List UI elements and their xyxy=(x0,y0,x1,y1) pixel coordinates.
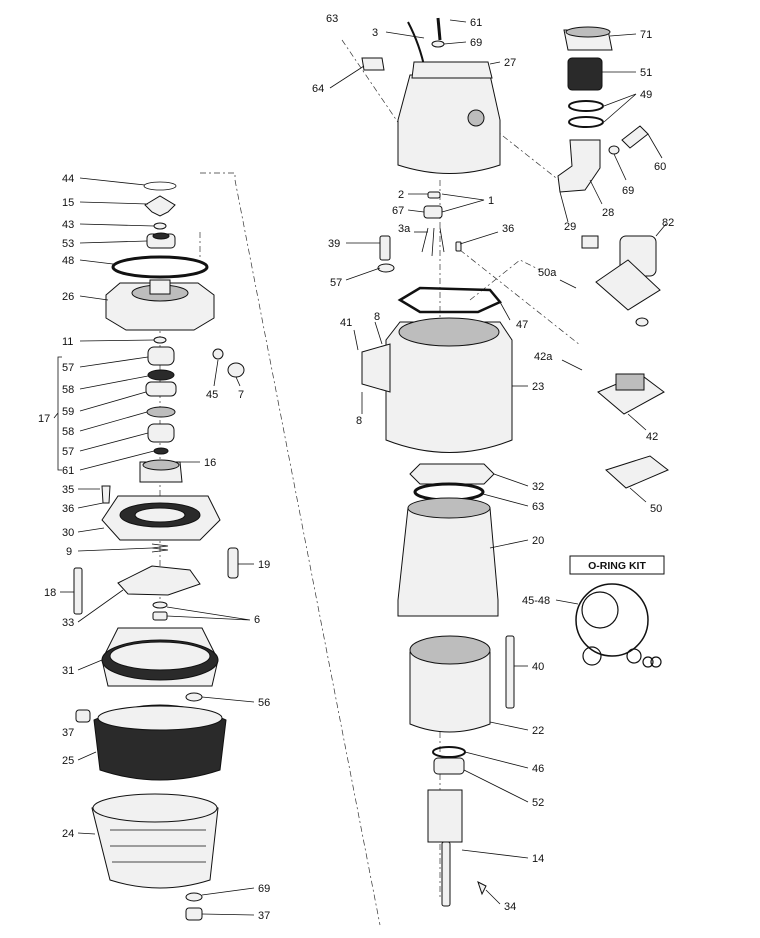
label-6: 6 xyxy=(254,614,260,626)
label-57c: 57 xyxy=(330,277,342,289)
label-44: 44 xyxy=(62,173,74,185)
label-22: 22 xyxy=(532,725,544,737)
label-3: 3 xyxy=(372,27,378,39)
part-50 xyxy=(605,455,669,489)
label-42: 42 xyxy=(646,431,658,443)
label-57a: 57 xyxy=(62,362,74,374)
label-30: 30 xyxy=(62,527,74,539)
part-snap-ring xyxy=(143,181,177,191)
label-16: 16 xyxy=(204,457,216,469)
label-61a: 61 xyxy=(62,465,74,477)
leader-lines xyxy=(53,19,667,916)
label-27: 27 xyxy=(504,57,516,69)
label-26: 26 xyxy=(62,291,74,303)
label-8a: 8 xyxy=(374,311,380,323)
label-36b: 36 xyxy=(502,223,514,235)
label-50a: 50a xyxy=(538,267,557,279)
right-assembly-parts xyxy=(557,26,669,489)
label-43: 43 xyxy=(62,219,74,231)
label-82: 82 xyxy=(662,217,674,229)
center-assembly-parts xyxy=(361,17,515,907)
label-37b: 37 xyxy=(258,910,270,922)
label-69a: 69 xyxy=(470,37,482,49)
label-51: 51 xyxy=(640,67,652,79)
label-69c: 69 xyxy=(258,883,270,895)
label-14: 14 xyxy=(532,853,544,865)
label-7: 7 xyxy=(238,389,244,401)
part-14-rotor xyxy=(427,789,463,843)
label-37a: 37 xyxy=(62,727,74,739)
label-28: 28 xyxy=(602,207,614,219)
part-19-pin xyxy=(227,547,239,579)
label-8b: 8 xyxy=(356,415,362,427)
label-48: 48 xyxy=(62,255,74,267)
label-57b: 57 xyxy=(62,446,74,458)
label-67: 67 xyxy=(392,205,404,217)
label-18: 18 xyxy=(44,587,56,599)
label-61b: 61 xyxy=(470,17,482,29)
label-34: 34 xyxy=(504,901,516,913)
part-32-gasket xyxy=(409,463,495,485)
label-19: 19 xyxy=(258,559,270,571)
part-43-washer xyxy=(153,222,167,230)
part-28-elbow xyxy=(557,139,601,193)
part-27-housing xyxy=(397,74,501,174)
oring-kit-title: O-RING KIT xyxy=(588,560,646,572)
label-20: 20 xyxy=(532,535,544,547)
oring-kit-box: O-RING KIT xyxy=(569,555,665,668)
label-69b: 69 xyxy=(622,185,634,197)
label-45-48: 45-48 xyxy=(522,595,550,607)
part-48-oring xyxy=(111,255,209,279)
label-17: 17 xyxy=(38,413,50,425)
label-2: 2 xyxy=(398,189,404,201)
label-35: 35 xyxy=(62,484,74,496)
label-23: 23 xyxy=(532,381,544,393)
label-64: 64 xyxy=(312,83,324,95)
label-59: 59 xyxy=(62,406,74,418)
part-number-labels: 44 15 43 53 48 26 11 57 58 59 58 57 61 1… xyxy=(38,13,674,922)
label-1: 1 xyxy=(488,195,494,207)
label-49: 49 xyxy=(640,89,652,101)
part-40-rod xyxy=(505,635,515,709)
part-47-gasket xyxy=(397,286,503,314)
label-3a: 3a xyxy=(398,223,411,235)
part-11 xyxy=(153,336,167,344)
label-45: 45 xyxy=(206,389,218,401)
label-58b: 58 xyxy=(62,426,74,438)
label-9: 9 xyxy=(66,546,72,558)
label-63: 63 xyxy=(326,13,338,25)
label-36a: 36 xyxy=(62,503,74,515)
part-56 xyxy=(185,692,203,702)
label-46: 46 xyxy=(532,763,544,775)
label-11: 11 xyxy=(62,336,73,348)
label-63b: 63 xyxy=(532,501,544,513)
label-56: 56 xyxy=(258,697,270,709)
label-33: 33 xyxy=(62,617,74,629)
left-assembly-parts xyxy=(73,181,245,921)
label-58a: 58 xyxy=(62,384,74,396)
label-25: 25 xyxy=(62,755,74,767)
label-47: 47 xyxy=(516,319,528,331)
label-60: 60 xyxy=(654,161,666,173)
label-71: 71 xyxy=(640,29,652,41)
label-42a: 42a xyxy=(534,351,553,363)
part-15-nut xyxy=(144,195,176,217)
part-23-housing xyxy=(385,321,513,453)
label-52: 52 xyxy=(532,797,544,809)
label-53: 53 xyxy=(62,238,74,250)
part-33-impeller xyxy=(117,565,201,596)
part-20-housing xyxy=(397,507,499,617)
label-24: 24 xyxy=(62,828,74,840)
label-29: 29 xyxy=(564,221,576,233)
label-50: 50 xyxy=(650,503,662,515)
label-39: 39 xyxy=(328,238,340,250)
label-15: 15 xyxy=(62,197,74,209)
label-40: 40 xyxy=(532,661,544,673)
part-39-bolt xyxy=(379,235,391,261)
label-31: 31 xyxy=(62,665,74,677)
label-32: 32 xyxy=(532,481,544,493)
part-18-stud xyxy=(73,567,83,615)
label-41: 41 xyxy=(340,317,352,329)
